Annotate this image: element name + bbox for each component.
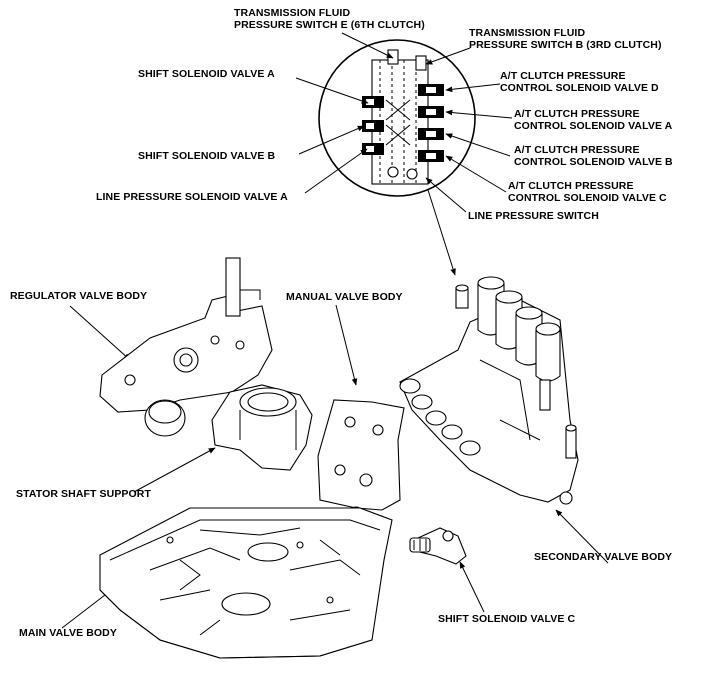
secondary-valve-body-drawing [399,276,579,505]
manual-valve-body-drawing [317,399,405,526]
shift-solenoid-c-drawing [409,527,467,565]
label-regulator-valve-body: REGULATOR VALVE BODY [10,290,148,302]
detail-pointer-arrow [427,189,456,276]
label-secondary-valve-body: SECONDARY VALVE BODY [534,551,673,563]
label-main-valve-body: MAIN VALVE BODY [19,627,117,639]
regulator-valve-body-drawing [99,257,273,437]
label-line-pressure-solenoid-valve-a: LINE PRESSURE SOLENOID VALVE A [96,191,288,203]
main-valve-body-drawing [99,507,393,659]
label-shift-solenoid-valve-a: SHIFT SOLENOID VALVE A [138,68,275,80]
solenoid-inset-circle [318,39,476,197]
stator-shaft-support-drawing [211,384,313,471]
label-stator-shaft-support: STATOR SHAFT SUPPORT [16,488,152,500]
leader-lines [61,32,609,629]
label-line-pressure-switch: LINE PRESSURE SWITCH [468,210,599,222]
label-shift-solenoid-valve-c: SHIFT SOLENOID VALVE C [438,613,576,625]
label-shift-solenoid-valve-b: SHIFT SOLENOID VALVE B [138,150,276,162]
label-manual-valve-body: MANUAL VALVE BODY [286,291,403,303]
